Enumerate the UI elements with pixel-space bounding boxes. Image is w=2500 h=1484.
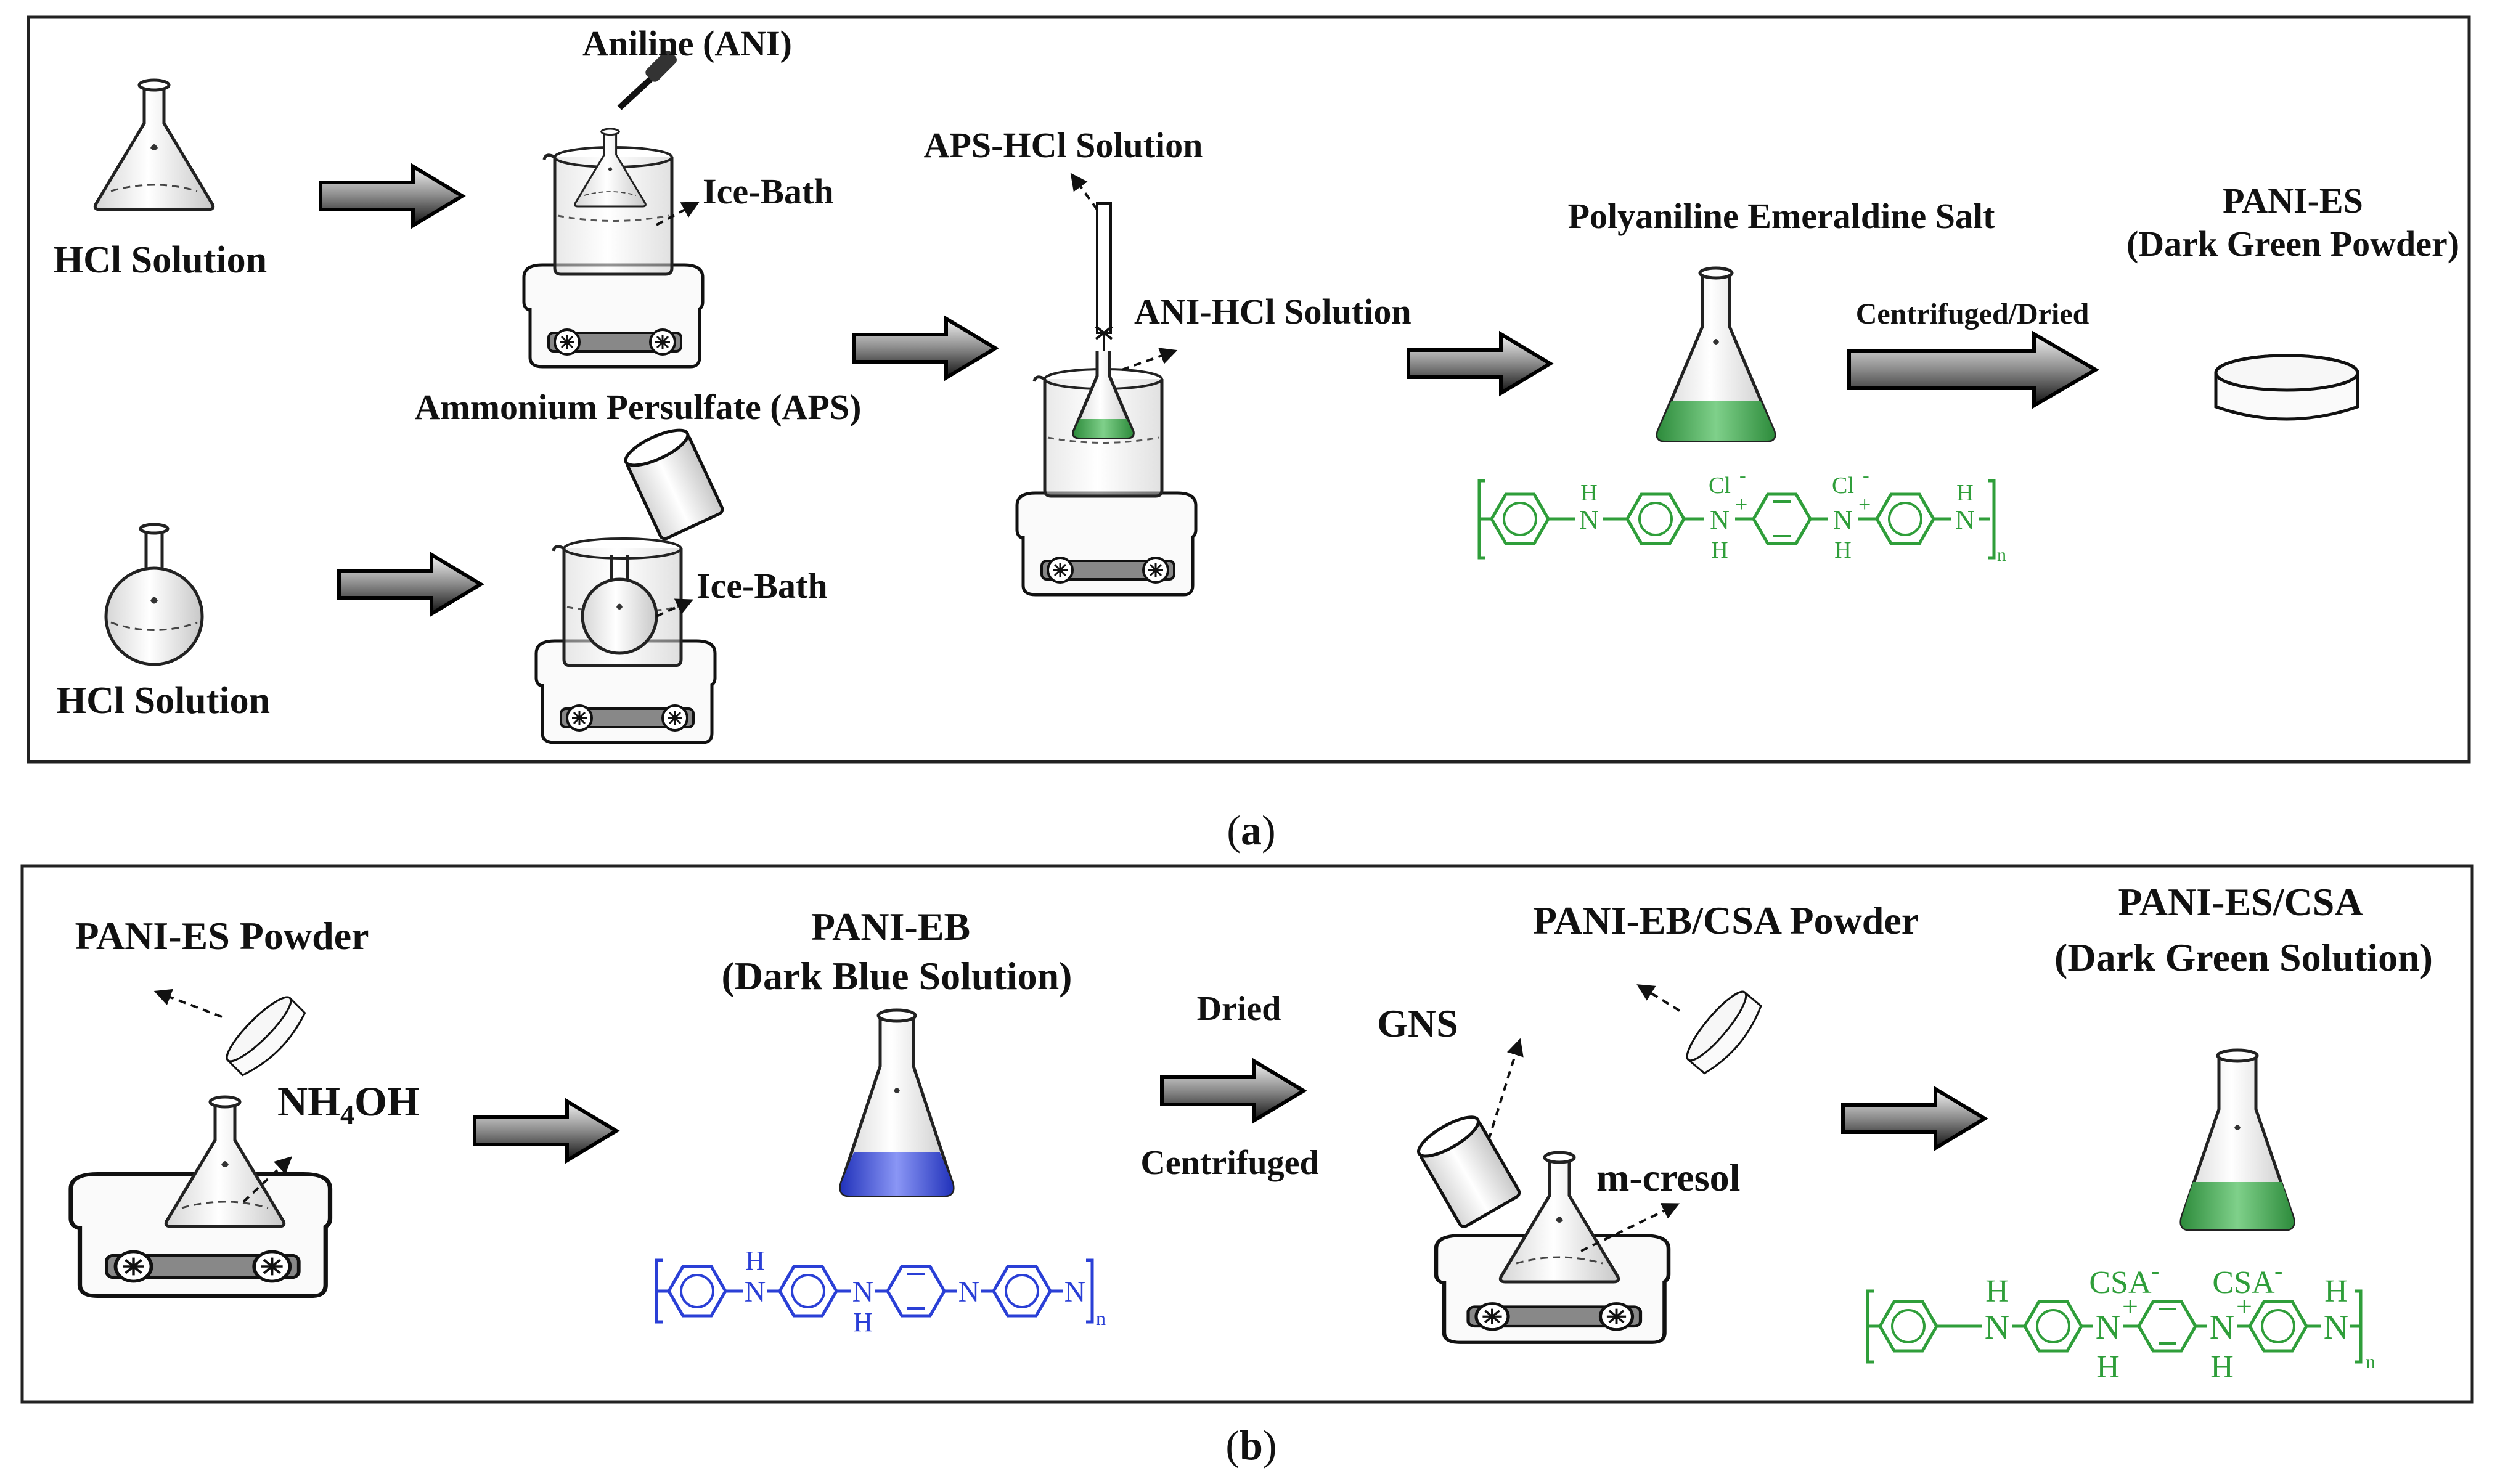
- svg-text:-: -: [1739, 464, 1746, 486]
- label-pani-eb: PANI-EB: [811, 905, 970, 948]
- powder-dish-b1: [219, 989, 311, 1082]
- svg-text:N: N: [852, 1276, 874, 1308]
- label-hcl-bottom: HCl Solution: [57, 680, 270, 722]
- svg-text:H: H: [2324, 1274, 2348, 1309]
- label-gns: GNS: [1377, 1001, 1458, 1045]
- arrow-b2: [1162, 1061, 1304, 1120]
- label-nh4oh: NH4OH: [277, 1078, 420, 1130]
- arrow-a1: [321, 166, 462, 226]
- label-dried: Dried: [1197, 990, 1281, 1028]
- svg-text:N: N: [1985, 1308, 2009, 1347]
- panel-b-frame: [20, 864, 2474, 1404]
- flask-pani-eb-blue: [839, 1008, 955, 1197]
- svg-text:-: -: [2274, 1257, 2282, 1284]
- label-ice-bath-top: Ice-Bath: [703, 171, 834, 211]
- burette-icon: [1095, 202, 1113, 351]
- svg-text:CSA: CSA: [2089, 1265, 2152, 1300]
- svg-text:H: H: [853, 1307, 873, 1337]
- svg-text:N: N: [1833, 505, 1853, 535]
- svg-text:Cl: Cl: [1832, 473, 1854, 499]
- label-pani-es: PANI-ES: [2223, 181, 2363, 221]
- arrow-b1: [475, 1101, 616, 1160]
- flask-emeraldine-green: [1656, 266, 1776, 442]
- svg-text:H: H: [1985, 1274, 2009, 1309]
- hcl-flask-top: [95, 80, 213, 210]
- label-pani-es-csa: PANI-ES/CSA: [2118, 880, 2363, 924]
- svg-text:N: N: [1955, 505, 1975, 535]
- svg-text:+: +: [1735, 492, 1747, 516]
- svg-text:H: H: [1580, 480, 1597, 506]
- arrow-a3: [854, 319, 995, 378]
- svg-text:H: H: [2210, 1350, 2234, 1385]
- svg-text:N: N: [745, 1276, 766, 1308]
- caption-b: (b): [1225, 1422, 1277, 1469]
- label-aps-hcl: APS-HCl Solution: [924, 125, 1203, 165]
- label-centrifuged: Centrifuged: [1140, 1144, 1318, 1182]
- flask-pani-es-csa-green: [2179, 1048, 2295, 1231]
- svg-text:n: n: [2366, 1350, 2375, 1372]
- pani-es-csa-structure: N H N H CSA - + N H CSA - + N H n: [1866, 1257, 2375, 1385]
- svg-text:N: N: [2324, 1308, 2348, 1347]
- svg-text:n: n: [1997, 545, 2006, 565]
- powder-dish-b2: [1679, 984, 1768, 1080]
- svg-text:+: +: [2236, 1290, 2252, 1322]
- hotplate-top: [524, 265, 703, 367]
- aps-cup-icon: [621, 423, 724, 540]
- svg-text:H: H: [745, 1246, 765, 1276]
- arrow-b3: [1843, 1089, 1985, 1148]
- flask-b1: [166, 1097, 284, 1226]
- arrow-a2: [339, 555, 481, 614]
- caption-a: (a): [1227, 807, 1275, 854]
- label-aniline: Aniline (ANI): [582, 23, 792, 63]
- dropper-icon: [617, 51, 677, 110]
- label-m-cresol: m-cresol: [1596, 1156, 1740, 1199]
- pani-es-structure: N H N H Cl - + N H Cl - + N H n: [1477, 464, 2006, 565]
- svg-text:CSA: CSA: [2212, 1265, 2275, 1300]
- arrow-a5: [1847, 330, 2099, 409]
- label-aps: Ammonium Persulfate (APS): [415, 387, 862, 427]
- label-pani-eb-csa-powder: PANI-EB/CSA Powder: [1533, 899, 1919, 942]
- svg-text:n: n: [1096, 1307, 1106, 1329]
- hcl-roundflask-bottom: [104, 523, 204, 666]
- svg-text:H: H: [2096, 1350, 2120, 1385]
- label-dark-green-powder: (Dark Green Powder): [2126, 224, 2459, 264]
- panel-a-frame: [27, 15, 2471, 764]
- label-dark-blue-solution: (Dark Blue Solution): [722, 954, 1072, 998]
- svg-text:+: +: [2122, 1290, 2138, 1322]
- gns-cup-icon: [1413, 1110, 1521, 1228]
- label-emeraldine: Polyaniline Emeraldine Salt: [1568, 196, 1995, 236]
- svg-text:H: H: [1956, 480, 1973, 506]
- svg-text:Cl: Cl: [1709, 473, 1731, 499]
- svg-text:H: H: [1711, 537, 1728, 563]
- svg-text:N: N: [2096, 1308, 2120, 1347]
- label-hcl-top: HCl Solution: [54, 239, 267, 281]
- label-pani-es-powder: PANI-ES Powder: [75, 914, 369, 958]
- arrow-a4: [1408, 334, 1550, 393]
- label-ice-bath-bottom: Ice-Bath: [696, 566, 828, 606]
- label-dark-green-solution: (Dark Green Solution): [2054, 936, 2433, 979]
- svg-text:N: N: [1710, 505, 1730, 535]
- svg-text:-: -: [1863, 464, 1869, 486]
- svg-text:+: +: [1858, 492, 1871, 516]
- svg-text:N: N: [1064, 1276, 1086, 1308]
- label-ani-hcl: ANI-HCl Solution: [1134, 292, 1411, 332]
- label-centrifuged-dried: Centrifuged/Dried: [1856, 298, 2089, 330]
- svg-text:N: N: [1579, 505, 1599, 535]
- svg-text:N: N: [2210, 1308, 2234, 1347]
- pani-es-dish-icon: [2216, 356, 2358, 419]
- pani-eb-structure: N H N H N N n: [655, 1246, 1106, 1337]
- svg-text:H: H: [1834, 537, 1851, 563]
- svg-text:N: N: [958, 1276, 980, 1308]
- flask-center-green: [1072, 351, 1135, 439]
- hotplate-center: [1017, 493, 1196, 595]
- svg-text:-: -: [2151, 1257, 2159, 1284]
